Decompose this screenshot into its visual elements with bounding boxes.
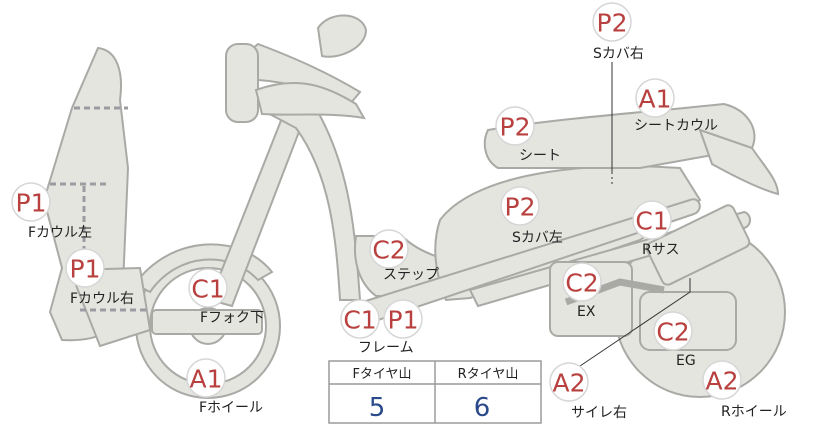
front-tread-header: Fタイヤ山 bbox=[352, 367, 411, 382]
grade-r-sus: C1 bbox=[635, 207, 668, 236]
badge-ex: C2 bbox=[562, 262, 602, 302]
label-f-cowl-right: Fカウル右 bbox=[70, 291, 134, 307]
badge-r-sus: C1 bbox=[632, 200, 672, 240]
rear-tread-value: 6 bbox=[474, 393, 491, 423]
label-f-fork-lower: Fフォク下 bbox=[200, 310, 264, 326]
badge-s-cover-left: P2 bbox=[500, 186, 540, 226]
label-seat: シート bbox=[519, 148, 561, 164]
badge-frame-p1: P1 bbox=[383, 299, 423, 339]
rear-tread-header: Rタイヤ山 bbox=[458, 367, 519, 382]
handle-cover-shape bbox=[254, 82, 366, 120]
grade-f-wheel: A1 bbox=[189, 365, 222, 394]
label-step: ステップ bbox=[383, 267, 439, 283]
label-s-cover-right: Sカバ右 bbox=[593, 46, 644, 62]
label-f-cowl-left: Fカウル左 bbox=[28, 225, 92, 241]
tread-table: Fタイヤ山 Rタイヤ山 5 6 bbox=[328, 360, 542, 424]
badge-muffler-right: A2 bbox=[549, 362, 589, 402]
badge-s-cover-right: P2 bbox=[592, 2, 632, 42]
badge-f-fork-lower: C1 bbox=[188, 268, 228, 308]
muffler-leader bbox=[579, 278, 691, 367]
label-s-cover-left: Sカバ左 bbox=[512, 230, 563, 246]
front-cowl-lower bbox=[68, 266, 152, 348]
grade-seat-cowl: A1 bbox=[638, 85, 671, 114]
dashed-section-mid bbox=[50, 182, 110, 268]
badge-step: C2 bbox=[369, 229, 409, 269]
badge-f-cowl-left: P1 bbox=[11, 182, 51, 222]
badge-seat-cowl: A1 bbox=[635, 78, 675, 118]
grade-frame-c1: C1 bbox=[343, 306, 376, 335]
label-seat-cowl: シートカウル bbox=[634, 118, 718, 134]
grade-s-cover-left: P2 bbox=[505, 193, 536, 222]
rear-suspension-shape bbox=[645, 204, 751, 286]
grade-step: C2 bbox=[372, 236, 405, 265]
tail-shape bbox=[698, 128, 780, 196]
grade-f-cowl-left: P1 bbox=[16, 189, 47, 218]
label-r-sus: Rサス bbox=[642, 242, 679, 258]
grade-frame-p1: P1 bbox=[388, 306, 419, 335]
mirror-shape bbox=[316, 14, 368, 58]
label-muffler-right: サイレ右 bbox=[571, 405, 627, 421]
badge-f-wheel: A1 bbox=[186, 358, 226, 398]
scooter-body bbox=[42, 14, 786, 399]
grade-seat: P2 bbox=[500, 113, 531, 142]
label-r-wheel: Rホイール bbox=[721, 404, 787, 420]
grade-muffler-right: A2 bbox=[552, 369, 585, 398]
badge-f-cowl-right: P1 bbox=[65, 248, 105, 288]
grade-f-fork-lower: C1 bbox=[191, 275, 224, 304]
badge-seat: P2 bbox=[495, 106, 535, 146]
grade-ex: C2 bbox=[565, 269, 598, 298]
fork-lower-shape bbox=[151, 309, 263, 335]
badge-eg: C2 bbox=[653, 311, 693, 351]
grade-s-cover-right: P2 bbox=[597, 9, 628, 38]
label-f-wheel: Fホイール bbox=[199, 400, 263, 416]
badge-r-wheel: A2 bbox=[702, 360, 742, 400]
seat-shape bbox=[483, 102, 756, 169]
label-frame: フレーム bbox=[358, 340, 414, 356]
headlight-shape bbox=[225, 43, 259, 123]
label-ex: EX bbox=[577, 304, 596, 320]
grade-f-cowl-right: P1 bbox=[70, 255, 101, 284]
grade-r-wheel: A2 bbox=[705, 367, 738, 396]
front-tread-value: 5 bbox=[369, 393, 386, 423]
grade-eg: C2 bbox=[656, 318, 689, 347]
badge-frame-c1: C1 bbox=[340, 299, 380, 339]
label-eg: EG bbox=[676, 353, 696, 369]
